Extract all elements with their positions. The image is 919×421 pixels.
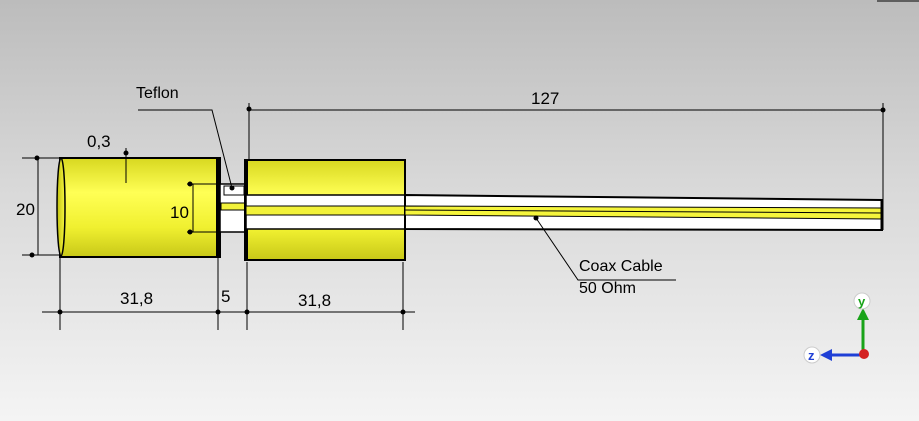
x-axis-dot: [859, 349, 869, 359]
coax-label-line2: 50 Ohm: [579, 280, 636, 297]
dim-outer-diameter: 20: [16, 200, 35, 219]
dim-inner-diameter: 10: [170, 203, 189, 222]
z-axis-label: z: [808, 348, 815, 363]
dim-gap-length: 5: [221, 287, 230, 306]
coax-label-line1: Coax Cable: [579, 258, 663, 275]
left-cylinder: [56, 157, 221, 258]
dim-outer-length: 127: [531, 89, 559, 108]
axis-triad[interactable]: y z: [803, 292, 871, 364]
dim-wall-thickness: 0,3: [87, 132, 111, 151]
dim-right-cylinder-length: 31,8: [298, 291, 331, 310]
dim-left-cylinder-length: 31,8: [120, 289, 153, 308]
y-axis-label: y: [858, 294, 866, 309]
coax-cable: [404, 193, 884, 232]
right-cylinder: [244, 159, 406, 261]
teflon-insert: [219, 183, 248, 233]
dimension-markers: [29, 106, 886, 315]
teflon-label: Teflon: [136, 85, 179, 102]
dimension-lines: [22, 103, 884, 330]
